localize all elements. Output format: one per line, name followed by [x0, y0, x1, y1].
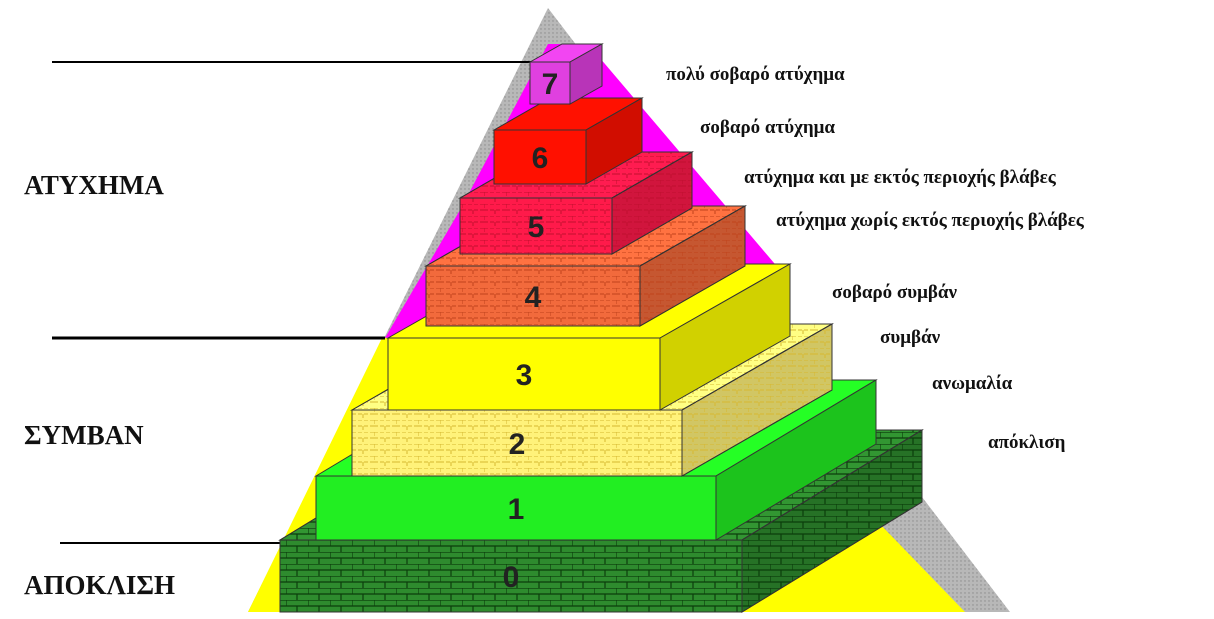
level-number-6: 6 [532, 142, 549, 175]
level-2-front-face-texture [351, 409, 683, 477]
level-6-front-face [493, 129, 587, 185]
level-label-6: σοβαρό ατύχημα [700, 117, 835, 138]
level-0-front-face-texture [279, 539, 743, 613]
level-1-front-face [315, 475, 717, 541]
level-number-2: 2 [509, 428, 526, 461]
category-label-accident: ΑΤΥΧΗΜΑ [24, 170, 164, 200]
level-number-3: 3 [516, 359, 533, 392]
level-5-front-face-texture [459, 197, 613, 255]
level-7-front-face [529, 61, 571, 105]
level-4-front-face-texture [425, 265, 641, 327]
pyramid-level-7: 7 [528, 43, 604, 105]
level-number-7: 7 [542, 68, 559, 101]
level-number-0: 0 [503, 561, 520, 594]
level-3-front-face [387, 337, 661, 411]
level-number-1: 1 [508, 493, 525, 526]
pyramid-level-6: 6 [492, 97, 644, 185]
level-label-3: σοβαρό συμβάν [832, 282, 957, 303]
level-label-4: ατύχημα χωρίς εκτός περιοχής βλάβες [776, 210, 1085, 231]
category-label-incident: ΣΥΜΒΑΝ [24, 420, 144, 450]
category-label-deviation: ΑΠΟΚΛΙΣΗ [24, 570, 176, 600]
level-label-2: συμβάν [880, 327, 941, 348]
level-label-1: ανωμαλία [932, 373, 1013, 394]
level-label-0: απόκλιση [988, 432, 1065, 453]
level-number-4: 4 [525, 281, 542, 314]
level-label-5: ατύχημα και με εκτός περιοχής βλάβες [744, 167, 1057, 188]
level-label-7: πολύ σοβαρό ατύχημα [666, 64, 845, 85]
level-number-5: 5 [528, 211, 545, 244]
